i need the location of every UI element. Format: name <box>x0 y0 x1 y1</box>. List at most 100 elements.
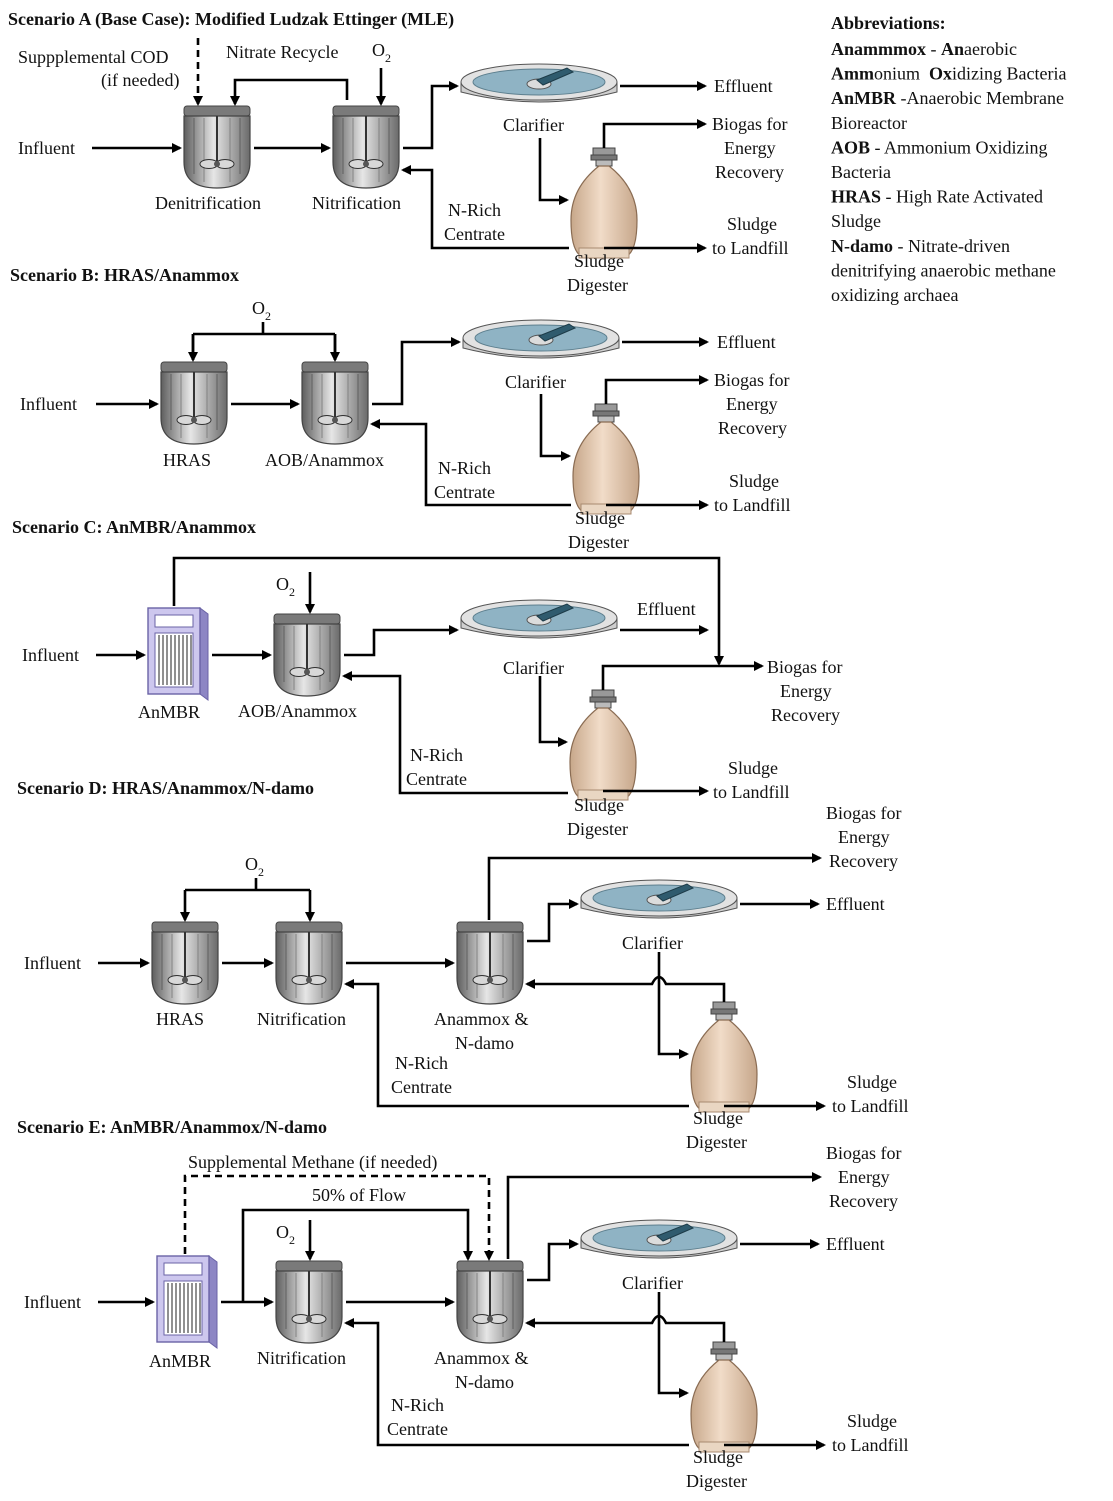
influent-label-d: Influent <box>24 953 81 973</box>
clarifier-d <box>580 879 738 919</box>
scenario-e: Scenario E: AnMBR/Anammox/N-damo Supplem… <box>17 1117 908 1491</box>
o2-label-b: O2 <box>252 298 271 323</box>
anammox-ndamo-label-e-2: N-damo <box>455 1372 514 1392</box>
centrate-return-arrow-c <box>342 671 568 795</box>
biogas-label-d-2: Energy <box>838 827 890 847</box>
centrate-return-arrow-a <box>401 165 569 250</box>
abbreviation-line: Sludge <box>831 211 881 231</box>
anmbr-label-e: AnMBR <box>149 1351 211 1371</box>
abbreviation-run: aerobic <box>964 39 1017 59</box>
clarifier-label-c: Clarifier <box>503 658 564 678</box>
biogas-label-d-3: Recovery <box>829 851 898 871</box>
aob-anammox-label-c: AOB/Anammox <box>238 701 357 721</box>
nit-to-clarifier-arrow <box>403 81 459 150</box>
n-rich-label-a-2: Centrate <box>444 224 505 244</box>
biogas-label-c-3: Recovery <box>771 705 840 725</box>
scenario-d-title: Scenario D: HRAS/Anammox/N-damo <box>17 778 314 798</box>
abbreviation-line: AOB - Ammonium Oxidizing <box>831 137 1048 157</box>
scenario-d: Scenario D: HRAS/Anammox/N-damo O2 Influ… <box>17 778 908 1152</box>
hras-label-b: HRAS <box>163 450 211 470</box>
hras-tank-d <box>151 921 219 1005</box>
centrate-return-arrow-e <box>344 1318 689 1447</box>
sludge-landfill-label-b-1: Sludge <box>729 471 779 491</box>
effluent-label-d: Effluent <box>826 894 885 914</box>
clarifier-label-b: Clarifier <box>505 372 566 392</box>
n-rich-label-d-2: Centrate <box>391 1077 452 1097</box>
biogas-label-a-3: Recovery <box>715 162 784 182</box>
aob-anammox-label-b: AOB/Anammox <box>265 450 384 470</box>
influent-label-a: Influent <box>18 138 75 158</box>
denitrification-label: Denitrification <box>155 193 261 213</box>
abbreviation-run: oxidizing archaea <box>831 285 958 305</box>
biogas-label-d-1: Biogas for <box>826 803 902 823</box>
sludge-landfill-label-a-2: to Landfill <box>712 238 788 258</box>
biogas-label-b-3: Recovery <box>718 418 787 438</box>
nitrate-recycle-arrow <box>230 78 349 106</box>
anammox-to-clarifier-arrow-e <box>527 1239 579 1282</box>
clarifier-to-digester-arrow-c <box>538 676 568 747</box>
clarifier-to-digester-arrow-b <box>539 394 571 461</box>
anammox-ndamo-label-d-1: Anammox & <box>434 1009 529 1029</box>
digester-return-arrow-e <box>525 1314 726 1342</box>
aob-to-clarifier-arrow-c <box>344 625 459 657</box>
sludge-landfill-label-c-1: Sludge <box>728 758 778 778</box>
effluent-label-e: Effluent <box>826 1234 885 1254</box>
o2-split-b <box>191 322 337 360</box>
clarifier-to-digester-arrow-a <box>538 138 569 205</box>
aob-anammox-tank-c <box>273 613 341 697</box>
biogas-arrow-a <box>602 119 707 148</box>
influent-label-b: Influent <box>20 394 77 414</box>
n-rich-label-b-1: N-Rich <box>438 458 491 478</box>
half-flow-arrow <box>241 1208 473 1302</box>
scenario-c: Scenario C: AnMBR/Anammox O2 Influent An… <box>12 517 843 839</box>
sludge-landfill-label-d-2: to Landfill <box>832 1096 908 1116</box>
nitrification-label-d: Nitrification <box>257 1009 346 1029</box>
hras-tank-b <box>160 361 228 445</box>
clarifier-label-e: Clarifier <box>622 1273 683 1293</box>
abbreviation-line: AnMBR -Anaerobic Membrane <box>831 88 1064 108</box>
half-flow-label: 50% of Flow <box>312 1185 406 1205</box>
biogas-label-c-2: Energy <box>780 681 832 701</box>
nitrification-label-e: Nitrification <box>257 1348 346 1368</box>
anammox-to-clarifier-arrow-d <box>527 899 579 943</box>
aob-to-clarifier-arrow-b <box>372 337 461 406</box>
n-rich-label-e-2: Centrate <box>387 1419 448 1439</box>
clarifier-label-a: Clarifier <box>503 115 564 135</box>
effluent-label-b: Effluent <box>717 332 776 352</box>
o2-label-d: O2 <box>245 854 264 879</box>
biogas-arrow-d <box>487 853 822 920</box>
abbreviation-run: Ox <box>929 64 952 84</box>
o2-label-c: O2 <box>276 574 295 599</box>
n-rich-label-c-2: Centrate <box>406 769 467 789</box>
sludge-landfill-label-d-1: Sludge <box>847 1072 897 1092</box>
abbreviation-line: Bacteria <box>831 162 891 182</box>
denitrification-tank <box>183 105 251 189</box>
sludge-landfill-label-e-1: Sludge <box>847 1411 897 1431</box>
nitrate-recycle-label: Nitrate Recycle <box>226 42 338 62</box>
nitrification-tank-e <box>275 1260 343 1344</box>
clarifier-b <box>462 319 620 359</box>
n-rich-label-d-1: N-Rich <box>395 1053 448 1073</box>
abbreviation-line: N-damo - Nitrate-driven <box>831 236 1010 256</box>
abbreviation-run: onium <box>874 64 929 84</box>
sludge-landfill-label-a-1: Sludge <box>727 214 777 234</box>
digester-label-a-1: Sludge <box>574 251 624 271</box>
digester-return-arrow-d <box>525 975 726 1002</box>
o2-label-e: O2 <box>276 1222 295 1247</box>
digester-label-e-2: Digester <box>686 1471 747 1491</box>
supplemental-cod-label-2: (if needed) <box>101 70 179 91</box>
digester-label-d-2: Digester <box>686 1132 747 1152</box>
clarifier-e <box>580 1219 738 1259</box>
abbreviation-run: Sludge <box>831 211 881 231</box>
anmbr-unit-e <box>156 1255 218 1349</box>
clarifier-c <box>460 599 618 639</box>
n-rich-label-e-1: N-Rich <box>391 1395 444 1415</box>
anmbr-label-c: AnMBR <box>138 702 200 722</box>
aob-anammox-tank-b <box>301 361 369 445</box>
abbreviation-run: - Ammonium Oxidizing <box>870 137 1048 157</box>
sludge-digester-b <box>572 403 640 515</box>
abbreviation-line: Bioreactor <box>831 113 907 133</box>
biogas-label-c-1: Biogas for <box>767 657 843 677</box>
